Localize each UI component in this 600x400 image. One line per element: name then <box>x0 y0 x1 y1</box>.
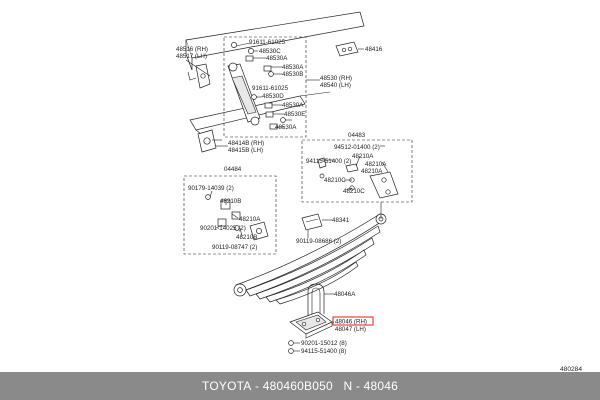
label-90201-b: 90201-15012 (8) <box>301 340 347 347</box>
shock-absorber <box>227 62 261 126</box>
label-48341: 48341 <box>332 217 350 224</box>
label-48046A: 48046A <box>334 291 356 298</box>
caption-separator: - <box>251 379 263 393</box>
label-48530-rh: 48530 (RH) <box>320 75 352 82</box>
label-48415B: 48415B (LH) <box>228 147 263 154</box>
label-48210C-2: 48210C <box>343 188 365 195</box>
labels: 48516 (RH) 48517 (LH) 91611-61025 48530C… <box>176 39 582 373</box>
caption-bar: TOYOTA - 480460B050 N - 48046 <box>0 372 600 400</box>
caption-reference: N - 48046 <box>343 379 398 393</box>
label-48517: 48517 (LH) <box>176 53 207 60</box>
label-48416: 48416 <box>365 46 383 53</box>
shackle-assembly <box>317 157 399 199</box>
shock-bracket-right <box>335 41 359 57</box>
u-bolt <box>307 283 325 316</box>
shock-group-box <box>223 36 307 138</box>
label-94512: 94512-01400 (2) <box>334 144 380 151</box>
shock-hardware <box>231 42 286 130</box>
leader-lines <box>185 42 389 352</box>
shackle-group-box <box>301 139 413 203</box>
spring-bumper <box>301 213 323 231</box>
label-48210D: 48210A <box>361 168 383 175</box>
label-48530A-bottom: 48530A <box>275 124 297 131</box>
label-48210A-2: 48210A <box>365 161 387 168</box>
highlight-box <box>332 316 374 326</box>
leaf-spring <box>233 213 387 305</box>
label-90179: 90179-14039 (2) <box>188 185 234 192</box>
label-48210B-2: 48210B <box>236 234 257 241</box>
label-48530A-top: 48530A <box>282 64 304 71</box>
label-91611-b: 91611-61025 <box>252 85 289 92</box>
label-48210A-1: 48210A <box>352 153 374 160</box>
caption-part-number: 480460B050 <box>262 379 333 393</box>
label-48516: 48516 (RH) <box>176 46 208 53</box>
label-48530E: 48530E <box>284 111 305 118</box>
bushing-assembly <box>205 194 269 241</box>
bushing-group-box <box>183 175 277 255</box>
figure-number: 480284 <box>560 366 582 373</box>
caption-brand: TOYOTA <box>202 379 252 393</box>
label-90119-a: 90119-08747 (2) <box>212 244 257 251</box>
label-48210B: 48210B <box>220 198 241 205</box>
caption-gap <box>333 379 344 393</box>
label-48530A-mid: 48530A <box>282 102 304 109</box>
label-48530B: 48530B <box>282 71 303 78</box>
label-48414B: 48414B (RH) <box>228 140 264 147</box>
label-group-04484: 04484 <box>224 166 242 173</box>
spring-seat-plate <box>289 311 333 339</box>
shock-bracket-left <box>187 63 211 89</box>
label-48046-rh: 48046 (RH) <box>335 319 367 326</box>
label-48047-lh: 48047 (LH) <box>335 326 366 333</box>
label-94115-b: 94115-51400 (8) <box>301 348 346 355</box>
u-bolt-nuts <box>288 340 294 354</box>
label-48530D: 48530D <box>262 93 284 100</box>
label-94115-a: 94115-51400 (2) <box>306 158 351 165</box>
label-48530C: 48530C <box>259 48 281 55</box>
label-group-04483: 04483 <box>348 132 366 139</box>
label-48540-lh: 48540 (LH) <box>320 82 351 89</box>
label-91611-a: 91611-61025 <box>249 39 286 46</box>
spring-hanger-front <box>197 129 222 153</box>
label-90201-a: 90201-14025 (2) <box>200 225 246 232</box>
label-48210A-3: 48210A <box>239 216 261 223</box>
label-48530A-1: 48530A <box>266 55 288 62</box>
label-90119-b: 90119-08686 (2) <box>296 238 341 245</box>
label-48210C-1: 48210C <box>324 177 346 184</box>
